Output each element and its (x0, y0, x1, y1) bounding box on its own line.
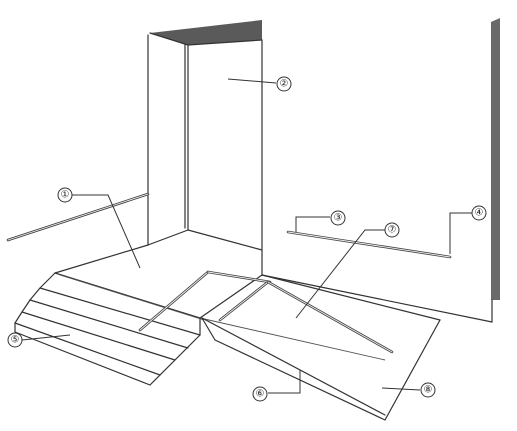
callout-1-label: ① (61, 190, 70, 201)
right-wall-handrail (286, 230, 452, 259)
callout-7-label: ⑦ (388, 225, 397, 236)
callout-2: ② (276, 76, 292, 92)
door-lintel-shade (150, 20, 262, 45)
callout-5-label: ⑤ (11, 335, 20, 346)
ramp (201, 274, 441, 421)
doorway (147, 32, 263, 276)
leader-lines (21, 78, 472, 394)
callout-4-label: ④ (475, 208, 484, 219)
callout-8-label: ⑧ (424, 385, 433, 396)
callout-8: ⑧ (420, 382, 436, 398)
stair-handrail (138, 270, 272, 332)
right-wall-edge-shade (491, 18, 500, 300)
callout-1: ① (57, 187, 73, 203)
callout-6: ⑥ (252, 386, 268, 402)
callout-2-label: ② (280, 79, 289, 90)
callout-3: ③ (330, 210, 346, 226)
callout-5: ⑤ (7, 332, 23, 348)
callout-3-label: ③ (334, 213, 343, 224)
right-wall-base (261, 274, 493, 323)
callout-6-label: ⑥ (256, 389, 265, 400)
callout-4: ④ (471, 205, 487, 221)
callout-7: ⑦ (384, 222, 400, 238)
ramp-handrail (218, 280, 394, 354)
left-wall-handrail (6, 192, 150, 242)
stairs (14, 272, 205, 386)
